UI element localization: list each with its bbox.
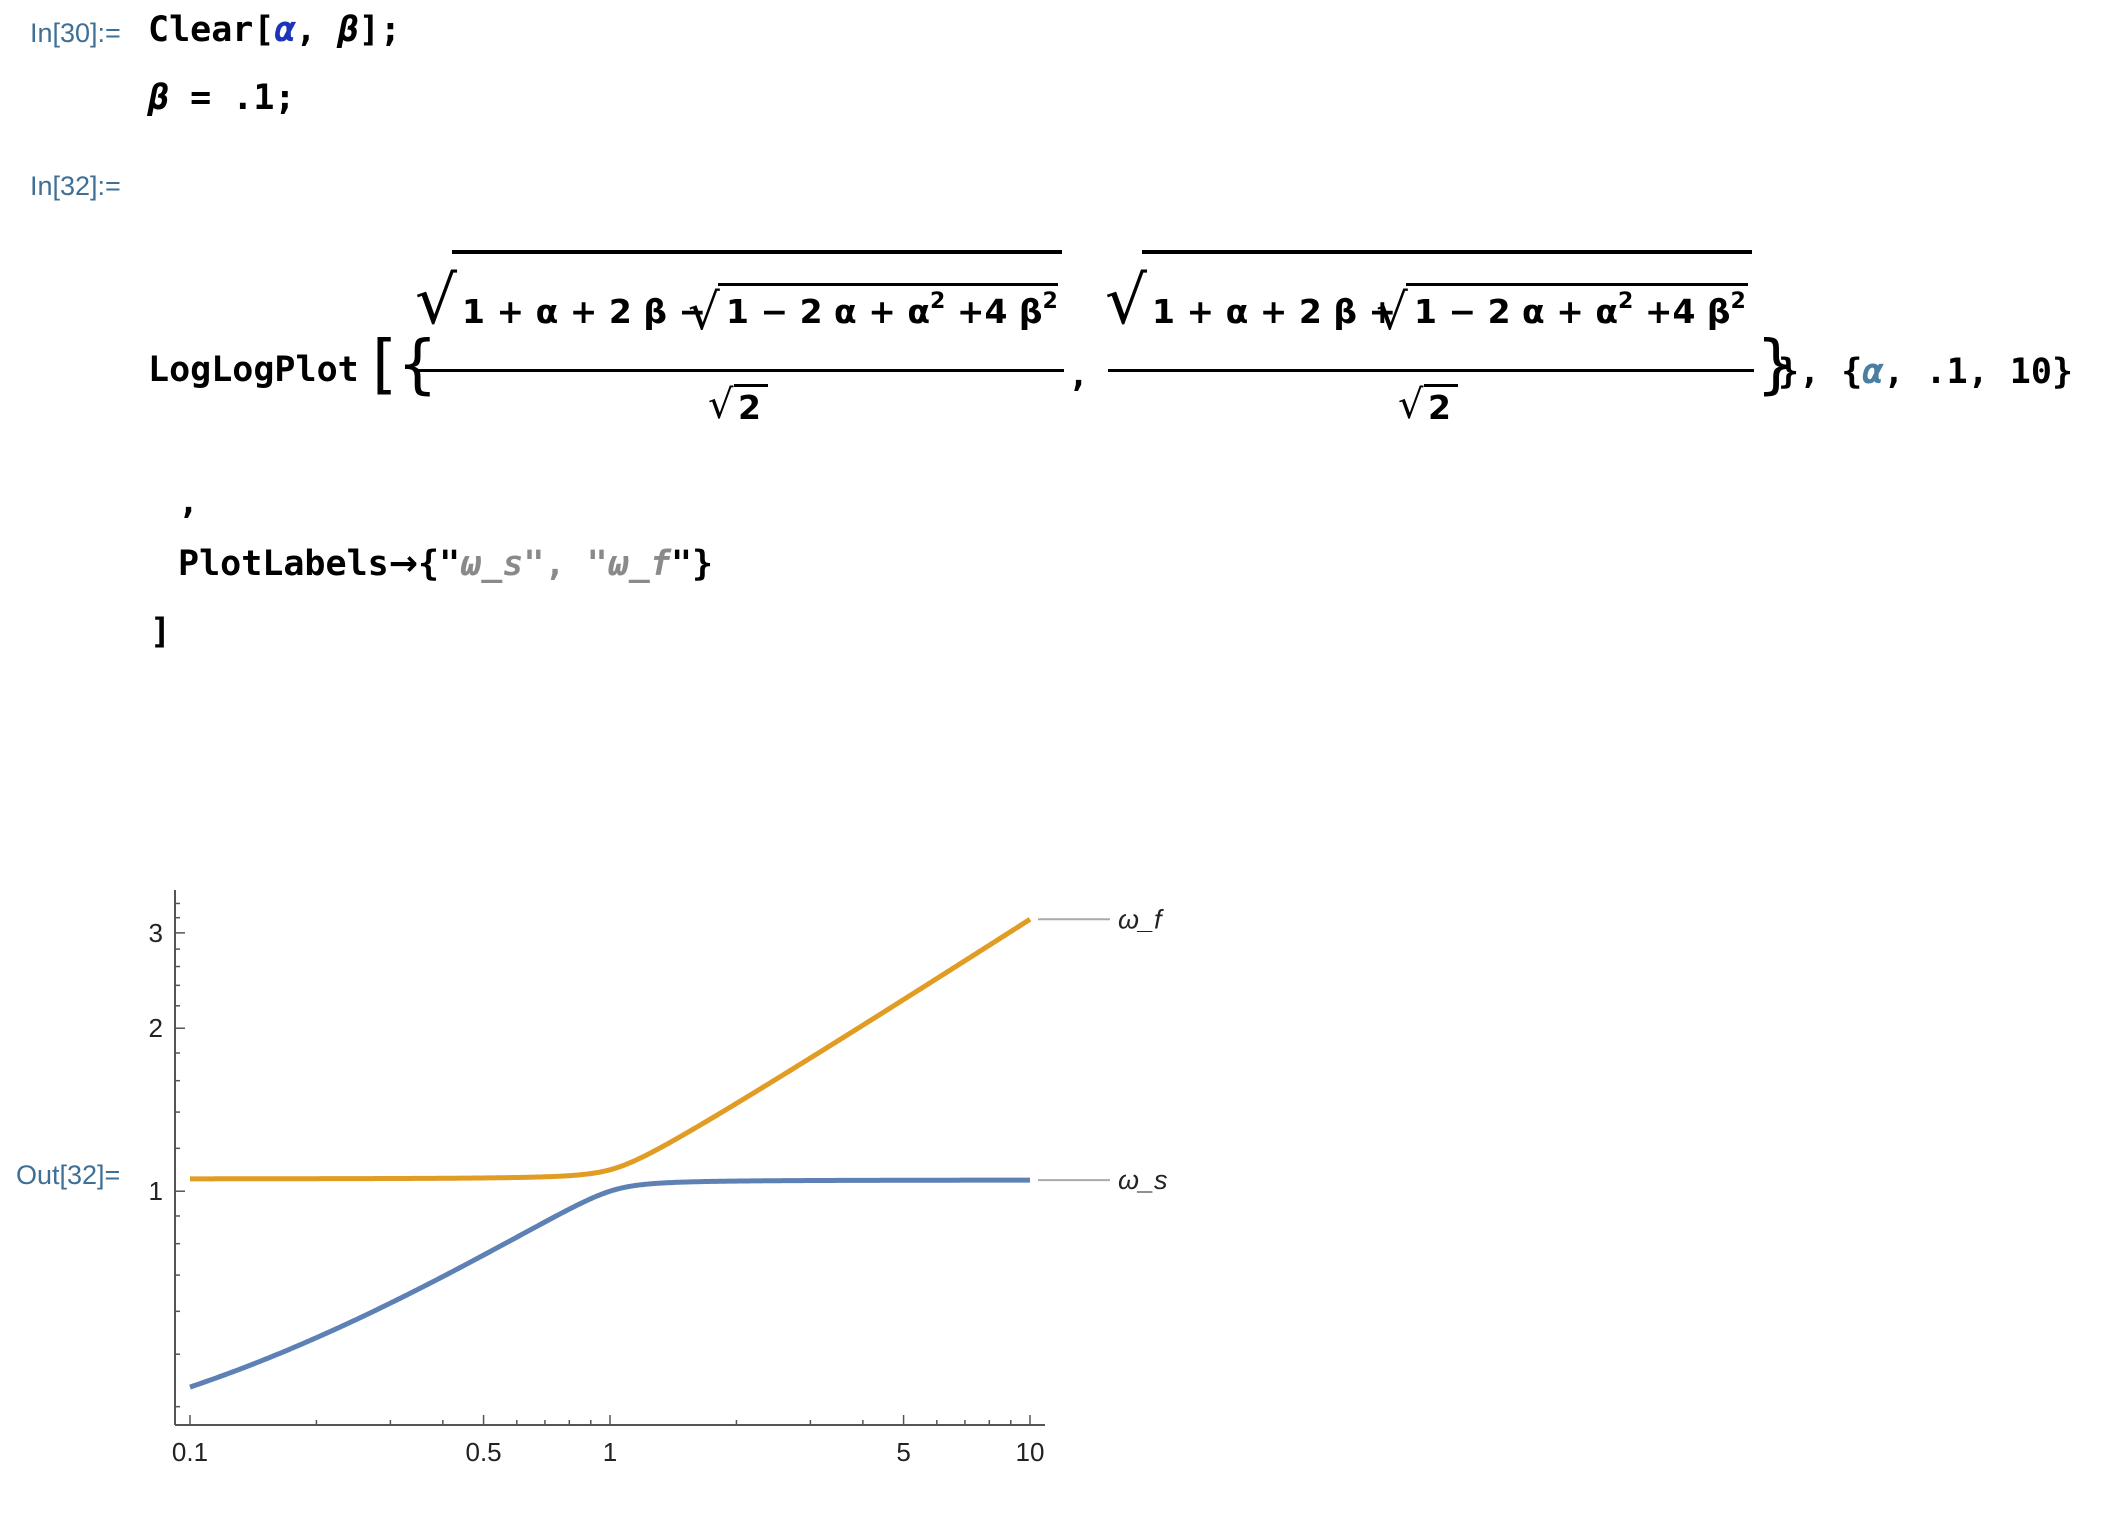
assign-rest: = .1; <box>169 78 296 118</box>
close-bracket: ] <box>150 612 172 652</box>
inner-radical-1: √ <box>688 283 720 341</box>
series-curve-1 <box>189 917 1032 1182</box>
clear-fn: Clear[ <box>148 10 275 50</box>
inner-bar-2 <box>1406 283 1748 286</box>
y-tick-label: 3 <box>149 918 163 948</box>
loglog-fn: LogLogPlot <box>148 350 359 390</box>
plot-series-labels: ω_s ω_f <box>1038 904 1168 1195</box>
fraction-line-2 <box>1108 369 1754 372</box>
inner-expr-2: 1 − 2 α + α2 +4 β2 <box>1414 289 1746 331</box>
fraction-line-1 <box>418 369 1064 372</box>
plotlabels-option: PlotLabels→{"ω_s", "ω_f"} <box>178 544 714 584</box>
in30-label: In[30]:= <box>30 18 121 48</box>
x-tick-label: 10 <box>1016 1437 1045 1467</box>
loglog-expression[interactable]: LogLogPlot [{ √ 1 + α + 2 β − √ 1 − 2 α … <box>0 0 2120 680</box>
fraction-comma: , <box>1068 355 1090 395</box>
denominator-1: √ <box>708 382 734 428</box>
range-spec: }, {α, .1, 10} <box>1778 352 2074 392</box>
series-curve-0 <box>189 1177 1031 1390</box>
beta-assign-line[interactable]: β = .1; <box>148 78 296 118</box>
x-tick-label: 1 <box>603 1437 617 1467</box>
den-value-2: 2 <box>1428 388 1451 427</box>
radical-bar-2 <box>1142 250 1752 254</box>
y-tick-label: 1 <box>149 1176 163 1206</box>
out32-label: Out[32]= <box>16 1160 121 1190</box>
alpha-symbol: α <box>274 10 296 50</box>
x-tick-label: 0.1 <box>172 1437 208 1467</box>
in32-label: In[32]:= <box>30 171 121 201</box>
clear-line[interactable]: Clear[α, β]; <box>148 10 401 50</box>
beta-symbol: β <box>337 10 359 50</box>
sep: , <box>295 10 338 50</box>
inner-expr-1: 1 − 2 α + α2 +4 β2 <box>726 289 1058 331</box>
beta-symbol: β <box>148 78 170 118</box>
inner-radical-2: √ <box>1376 283 1408 341</box>
plot-curves <box>189 917 1032 1390</box>
den-value-1: 2 <box>738 388 761 427</box>
radical-sign-2: √ <box>1105 262 1148 339</box>
option-comma: , <box>178 482 200 522</box>
x-tick-label: 5 <box>896 1437 910 1467</box>
numerator-1: 1 + α + 2 β − <box>462 292 707 331</box>
series-label: ω_s <box>1118 1165 1168 1195</box>
end: ]; <box>358 10 401 50</box>
numerator-2: 1 + α + 2 β + <box>1152 292 1397 331</box>
den-bar-2 <box>1424 384 1458 387</box>
series-label: ω_f <box>1118 904 1164 934</box>
den-bar-1 <box>734 384 768 387</box>
close-brace: } <box>1756 328 1797 402</box>
denominator-2: √ <box>1398 382 1424 428</box>
open-bracket: [{ <box>372 328 438 402</box>
radical-sign-1: √ <box>415 262 458 339</box>
inner-bar-1 <box>718 283 1058 286</box>
radical-bar-1 <box>452 250 1062 254</box>
x-tick-label: 0.5 <box>465 1437 501 1467</box>
plot-ticks: 0.1 0.5 1 5 10 1 2 3 <box>149 902 1045 1467</box>
y-tick-label: 2 <box>149 1013 163 1043</box>
